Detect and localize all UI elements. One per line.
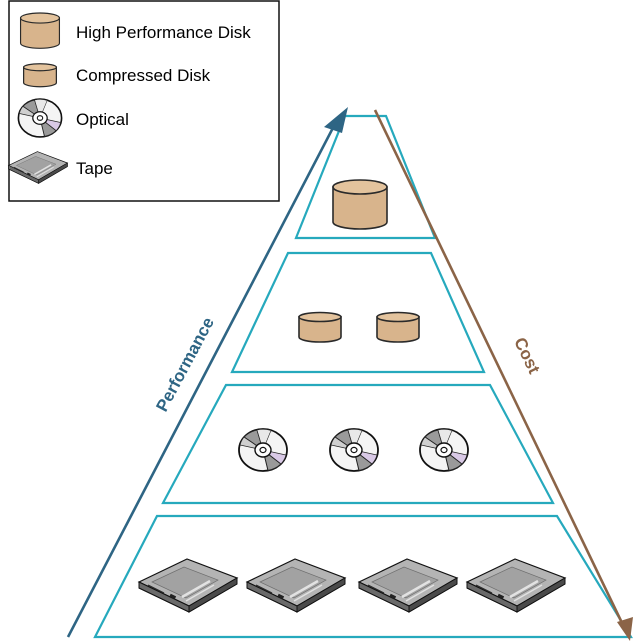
high-performance-disk-icon xyxy=(19,12,61,49)
cost-arrowhead-icon xyxy=(617,617,633,641)
performance-axis-label: Performance xyxy=(152,314,218,415)
optical-disc-icon xyxy=(17,98,63,138)
optical-disc-icon xyxy=(238,428,288,472)
optical-disc-icon xyxy=(419,428,469,472)
performance-arrow xyxy=(66,107,348,638)
tier-band-tape xyxy=(93,514,633,639)
compressed-disk-icon xyxy=(22,63,58,88)
legend-label-compressed-disk: Compressed Disk xyxy=(76,66,211,85)
optical-disc-icon xyxy=(329,428,379,472)
high-performance-disk-icon xyxy=(332,179,388,230)
compressed-disk-icon xyxy=(298,311,342,343)
compressed-disk-icon xyxy=(376,311,420,343)
legend-label-tape: Tape xyxy=(76,159,113,178)
performance-arrowhead-icon xyxy=(324,107,348,133)
cost-axis-label: Cost xyxy=(510,334,544,377)
legend: High Performance Disk Compressed Disk Op… xyxy=(7,0,280,202)
tier-band-compressed-disk xyxy=(230,251,486,374)
tier-bands xyxy=(93,114,633,639)
legend-label-optical: Optical xyxy=(76,110,129,129)
cost-arrow xyxy=(373,109,633,641)
legend-label-high-performance-disk: High Performance Disk xyxy=(76,23,251,42)
tier-band-high-performance-disk xyxy=(294,114,437,240)
